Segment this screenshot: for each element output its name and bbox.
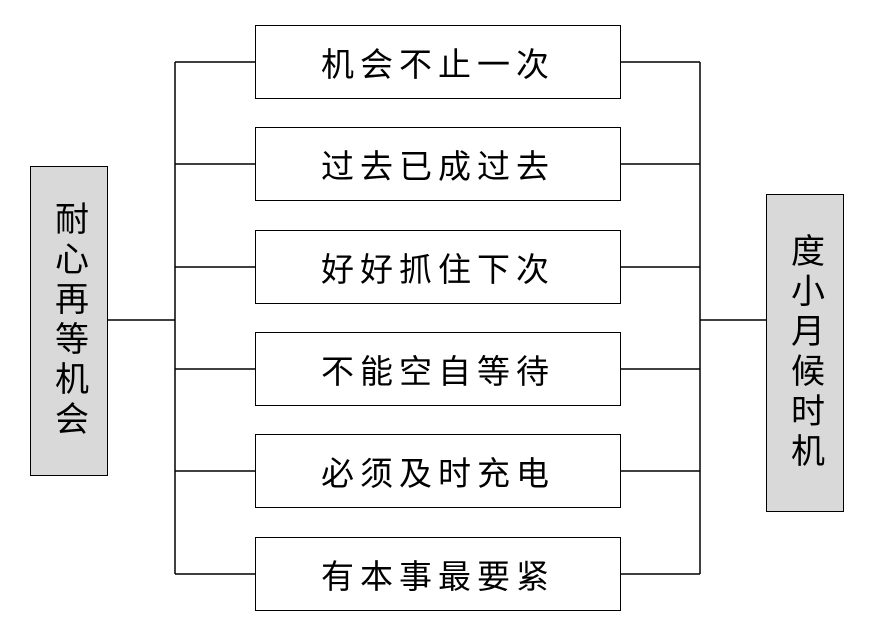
item-label-1: 机会不止一次 — [321, 45, 555, 84]
item-box-6: 有本事最要紧 — [255, 537, 621, 611]
left-node-label: 耐心再等机会 — [48, 201, 89, 441]
item-label-5: 必须及时充电 — [321, 454, 555, 493]
item-box-1: 机会不止一次 — [255, 25, 621, 99]
item-box-5: 必须及时充电 — [255, 434, 621, 508]
item-label-6: 有本事最要紧 — [321, 557, 555, 596]
item-box-4: 不能空自等待 — [255, 332, 621, 406]
item-box-3: 好好抓住下次 — [255, 230, 621, 304]
item-label-2: 过去已成过去 — [321, 147, 555, 186]
right-node-label: 度小月候时机 — [784, 233, 825, 473]
item-box-2: 过去已成过去 — [255, 127, 621, 201]
item-label-3: 好好抓住下次 — [321, 250, 555, 289]
item-label-4: 不能空自等待 — [321, 352, 555, 391]
right-node-box: 度小月候时机 — [766, 194, 844, 512]
left-node-box: 耐心再等机会 — [30, 166, 108, 476]
